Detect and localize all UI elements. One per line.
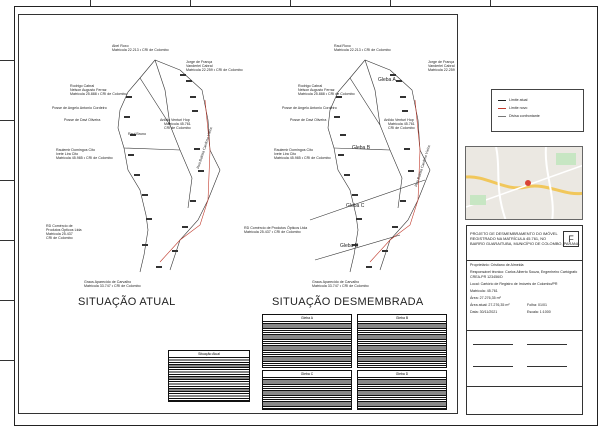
legend-item-1: Limite atual bbox=[498, 98, 527, 102]
field-3: CREA-PR 123456/D bbox=[470, 275, 503, 279]
label-atual-15: Raulemir Domingos Cito bbox=[56, 148, 95, 152]
title-block: PROJETO DE DESMEMBRAMENTO DO IMÓVEL REGI… bbox=[466, 225, 583, 415]
field-1: Proprietário: Cristiano de Almeida bbox=[470, 263, 524, 267]
label-atual-14: Raul Bruno bbox=[128, 132, 146, 136]
label-atual-6: Rodrigo Cabral bbox=[70, 84, 95, 88]
label-desm-8: Nelson Augusto Ferraz bbox=[298, 88, 335, 92]
label-atual-21: CRI de Colombo bbox=[46, 236, 73, 240]
field-6: Área: 27.276,35 m² bbox=[470, 296, 501, 300]
label-atual-11: Anildo Venturi Hop bbox=[160, 118, 190, 122]
label-desm-13: Matrícula 45.761 bbox=[388, 122, 415, 126]
table-gleba-c: Gleba C bbox=[262, 370, 352, 410]
legend-box: Limite atual Limite novo Divisa confront… bbox=[491, 89, 584, 132]
label-desm-21: RD Comércio de Produtos Ópticos Ltda bbox=[244, 226, 308, 230]
table-gleba-d: Gleba D bbox=[357, 370, 447, 410]
heading-situacao-atual: SITUAÇÃO ATUAL bbox=[78, 296, 176, 308]
label-atual-9: Posse de Angelo Antonio Cordeiro bbox=[52, 106, 107, 110]
label-atual-7: Nelson Augusto Ferraz bbox=[70, 88, 107, 92]
label-atual-12: Matrícula 45.761 bbox=[164, 122, 191, 126]
label-desm-16: Ivete Lira Cito bbox=[274, 152, 297, 156]
plan-atual bbox=[117, 59, 221, 273]
project-line-3: BAIRRO GUARAITUBA, MUNICÍPIO DE COLOMBO,… bbox=[470, 241, 580, 246]
table-rows-d bbox=[358, 377, 446, 409]
label-desm-5: Matrícula 22.259 bbox=[428, 68, 455, 72]
label-desm-17: Matrícula 45.985 • CRI de Colombo bbox=[274, 156, 331, 160]
location-map bbox=[465, 146, 583, 220]
field-10: Folha: 01/01 bbox=[527, 303, 547, 307]
label-atual-2: Matrícula 22.213 • CRI de Colombo bbox=[112, 48, 169, 52]
label-atual-5: Matrícula 22.259 • CRI de Colombo bbox=[186, 68, 243, 72]
label-gleba-d: Gleba D bbox=[340, 243, 359, 249]
field-9: Escala: 1:1000 bbox=[527, 310, 551, 314]
label-atual-23: Matrícula 33.747 • CRI de Colombo bbox=[84, 284, 141, 288]
table-situacao-atual: Situação Atual bbox=[168, 350, 250, 402]
company-logo: F bbox=[563, 231, 579, 247]
project-line-2: REGISTRADO NA MATRÍCULA 45.761, NO bbox=[470, 236, 547, 241]
label-atual-22: Graus Aparecido de Carvalho bbox=[84, 280, 132, 284]
table-title-atual: Situação Atual bbox=[198, 352, 220, 356]
table-gleba-a: Gleba A bbox=[262, 314, 352, 368]
table-title-b: Gleba B bbox=[395, 316, 409, 320]
label-desm-24: Matrícula 33.747 • CRI de Colombo bbox=[312, 284, 369, 288]
heading-situacao-desmembrada: SITUAÇÃO DESMEMBRADA bbox=[272, 296, 424, 308]
label-desm-15: Raulemir Domingos Cito bbox=[274, 148, 313, 152]
field-2: Responsável técnico: Carlos Alberto Souz… bbox=[470, 270, 578, 274]
table-rows-a bbox=[263, 321, 351, 367]
label-gleba-b: Gleba B bbox=[352, 145, 371, 151]
label-desm-11: Posse de Davi Oliveira bbox=[290, 118, 327, 122]
label-desm-2: Matrícula 22.213 • CRI de Colombo bbox=[334, 48, 391, 52]
label-desm-10: Posse de Angelo Antonio Cordeiro bbox=[282, 106, 337, 110]
label-desm-3: Jorge de França bbox=[428, 60, 455, 64]
label-atual-1: Abel Roxo bbox=[112, 44, 129, 48]
table-rows-atual bbox=[169, 357, 249, 401]
label-atual-10: Posse de Davi Oliveira bbox=[64, 118, 101, 122]
label-gleba-a: Gleba A bbox=[378, 77, 396, 83]
label-atual-17: Matrícula 45.985 • CRI de Colombo bbox=[56, 156, 113, 160]
label-atual-18: RD Comércio de bbox=[46, 224, 73, 228]
label-atual-13: CRI de Colombo bbox=[164, 126, 191, 130]
field-8: Data: 30/11/2021 bbox=[470, 310, 498, 314]
location-pin-icon bbox=[525, 180, 531, 186]
field-7: Área atual: 27.276,35 m² bbox=[470, 303, 510, 307]
legend-item-2: Limite novo bbox=[498, 106, 527, 110]
label-atual-4: Vanderlei Cabral bbox=[186, 64, 213, 68]
drawing-frame bbox=[18, 14, 458, 414]
table-title-a: Gleba A bbox=[300, 316, 314, 320]
label-gleba-c: Gleba C bbox=[346, 203, 365, 209]
label-desm-12: Anildo Venturi Hop bbox=[384, 118, 414, 122]
label-atual-19: Produtos Ópticos Ltda bbox=[46, 228, 82, 232]
field-5: Matrícula: 45.761 bbox=[470, 289, 498, 293]
plan-desmembrada bbox=[309, 59, 431, 273]
label-desm-14: CRI de Colombo bbox=[388, 126, 415, 130]
field-4: Local: Cartório de Registro de Imóveis d… bbox=[470, 282, 558, 286]
table-title-d: Gleba D bbox=[395, 372, 409, 376]
table-title-c: Gleba C bbox=[300, 372, 314, 376]
label-atual-20: Matrícula 25.437 bbox=[46, 232, 73, 236]
label-desm-4: Vanderlei Cabral bbox=[428, 64, 455, 68]
location-map-drawing bbox=[466, 147, 582, 219]
label-atual-16: Ivete Lira Cito bbox=[56, 152, 79, 156]
table-rows-b bbox=[358, 321, 446, 367]
label-desm-22: Matrícula 25.437 • CRI de Colombo bbox=[244, 230, 301, 234]
label-desm-1: Raul Roxo bbox=[334, 44, 351, 48]
label-atual-8: Matrícula 25.888 • CRI de Colombo bbox=[70, 92, 127, 96]
table-rows-c bbox=[263, 377, 351, 409]
legend-item-3: Divisa confrontante bbox=[498, 114, 540, 118]
label-desm-9: Matrícula 25.888 • CRI de Colombo bbox=[298, 92, 355, 96]
table-gleba-b: Gleba B bbox=[357, 314, 447, 368]
project-line-1: PROJETO DE DESMEMBRAMENTO DO IMÓVEL bbox=[470, 231, 558, 236]
label-desm-7: Rodrigo Cabral bbox=[298, 84, 323, 88]
label-atual-3: Jorge de França bbox=[186, 60, 213, 64]
label-desm-23: Graus Aparecido de Carvalho bbox=[312, 280, 360, 284]
